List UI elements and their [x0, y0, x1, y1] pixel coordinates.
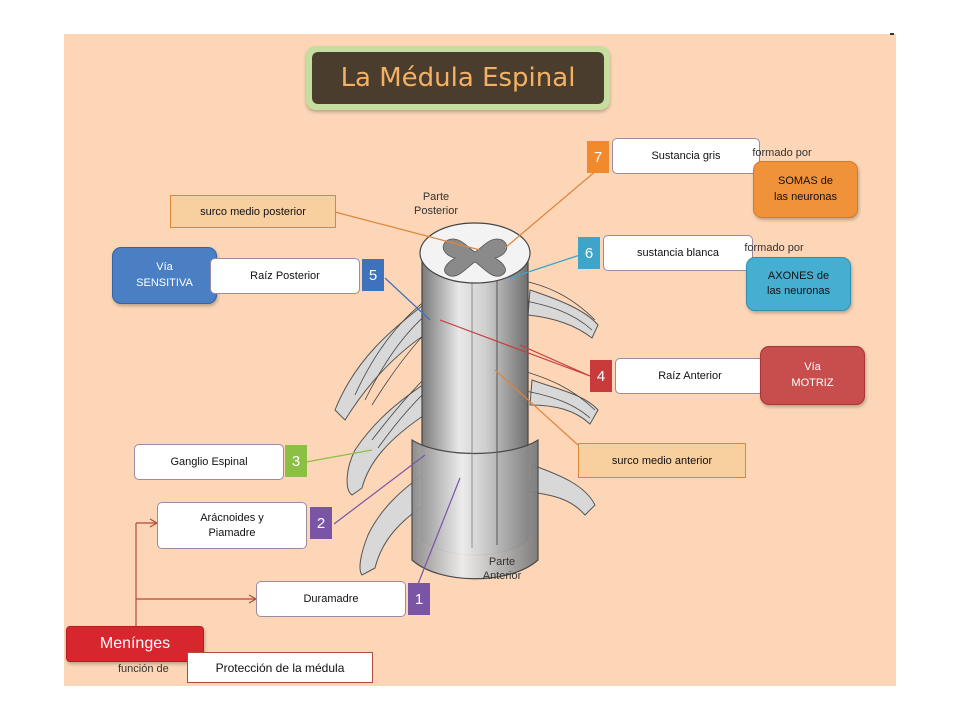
ganglio-espinal-label: Ganglio Espinal: [134, 444, 284, 480]
number-7-badge: 7: [587, 141, 609, 173]
duramadre-label: Duramadre: [256, 581, 406, 617]
axones-box: AXONES de las neuronas: [746, 257, 851, 311]
parte-posterior-label: Parte Posterior: [413, 191, 459, 218]
sustancia-gris-label: Sustancia gris: [612, 138, 760, 174]
surco-medio-anterior-label: surco medio anterior: [578, 443, 746, 478]
raiz-posterior-label: Raíz Posterior: [210, 258, 360, 294]
via-motriz-box: Vía MOTRIZ: [760, 346, 865, 405]
meninges-box: Menínges: [66, 626, 204, 662]
number-6-badge: 6: [578, 237, 600, 269]
proteccion-medula-box: Protección de la médula: [187, 652, 373, 683]
number-2-badge: 2: [310, 507, 332, 539]
formado-por-label-1: formado por: [752, 147, 812, 159]
number-4-badge: 4: [590, 360, 612, 392]
aracnoides-piamadre-label: Arácnoides y Piamadre: [157, 502, 307, 549]
connector-lines: [305, 169, 598, 585]
number-1-badge: 1: [408, 583, 430, 615]
dura-sheath: [411, 438, 539, 580]
via-sensitiva-box: Vía SENSITIVA: [112, 247, 217, 304]
raiz-anterior-label: Raíz Anterior: [615, 358, 765, 394]
corner-mark: [890, 33, 894, 35]
sustancia-blanca-label: sustancia blanca: [603, 235, 753, 271]
parte-anterior-label: Parte Anterior: [482, 556, 522, 583]
surco-medio-posterior-label: surco medio posterior: [170, 195, 336, 228]
grey-matter: [442, 238, 508, 277]
somas-box: SOMAS de las neuronas: [753, 161, 858, 218]
title-frame: La Médula Espinal: [306, 46, 610, 110]
formado-por-label-2: formado por: [744, 242, 804, 254]
number-5-badge: 5: [362, 259, 384, 291]
page-title: La Médula Espinal: [312, 52, 604, 104]
number-3-badge: 3: [285, 445, 307, 477]
funcion-de-label: función de: [118, 663, 169, 675]
